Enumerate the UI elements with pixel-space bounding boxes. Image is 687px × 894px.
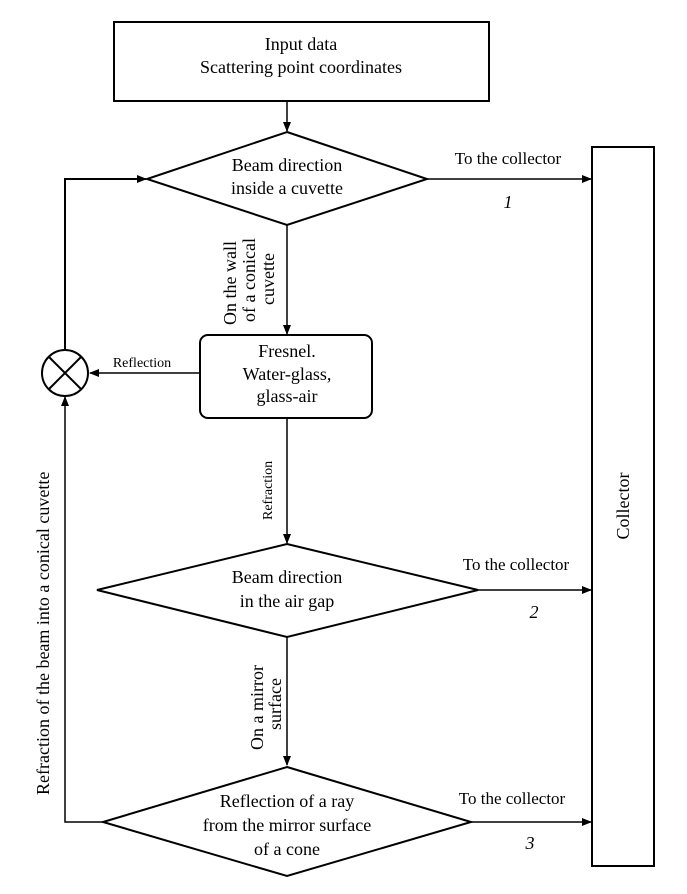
collector-label: Collector [613, 473, 633, 540]
fresnel-line-2: Water-glass, [243, 364, 332, 384]
beam-direction-cuvette-decision: Beam direction inside a cuvette [143, 130, 431, 227]
cone-line-1: Reflection of a ray [220, 791, 354, 811]
wall-label-line-3: cuvette [258, 253, 278, 305]
to-collector-label-1: To the collector [455, 149, 562, 168]
wall-label-line-1: On the wall [220, 241, 240, 325]
cone-line-3: of a cone [254, 839, 320, 859]
refraction-label: Refraction [261, 461, 276, 520]
edge-number-1: 1 [504, 192, 513, 212]
fresnel-line-3: glass-air [257, 386, 318, 406]
wall-label: On the wall of a conical cuvette [220, 238, 278, 325]
cone-line-2: from the mirror surface [203, 815, 371, 835]
arrow-refraction-into-cuvette [61, 396, 103, 823]
reflection-cone-decision: Reflection of a ray from the mirror surf… [99, 765, 475, 878]
air-gap-line-1: Beam direction [232, 567, 342, 587]
input-data-line-2: Scattering point coordinates [200, 57, 402, 77]
input-data-box: Input data Scattering point coordinates [113, 21, 490, 102]
edge-number-2: 2 [530, 602, 539, 622]
beam-cuvette-line-2: inside a cuvette [231, 178, 343, 198]
refraction-into-cuvette-label: Refraction of the beam into a conical cu… [33, 472, 53, 795]
beam-direction-air-gap-decision: Beam direction in the air gap [96, 542, 479, 639]
collector-box: Collector [591, 146, 655, 867]
beam-cuvette-line-1: Beam direction [232, 155, 342, 175]
edge-number-3: 3 [525, 833, 535, 853]
fresnel-line-1: Fresnel. [258, 341, 316, 361]
wall-label-line-2: of a conical [239, 238, 259, 322]
to-collector-label-3: To the collector [459, 789, 566, 808]
fresnel-box: Fresnel. Water-glass, glass-air [199, 334, 373, 419]
reflection-label: Reflection [113, 356, 171, 371]
mirror-label-line-2: surface [265, 678, 285, 730]
summing-junction-icon [41, 349, 89, 397]
arrow-loop-to-beam-cuvette [64, 175, 147, 350]
input-data-line-1: Input data [265, 34, 337, 54]
air-gap-line-2: in the air gap [240, 591, 334, 611]
mirror-label-line-1: On a mirror [247, 665, 267, 750]
to-collector-label-2: To the collector [463, 555, 570, 574]
